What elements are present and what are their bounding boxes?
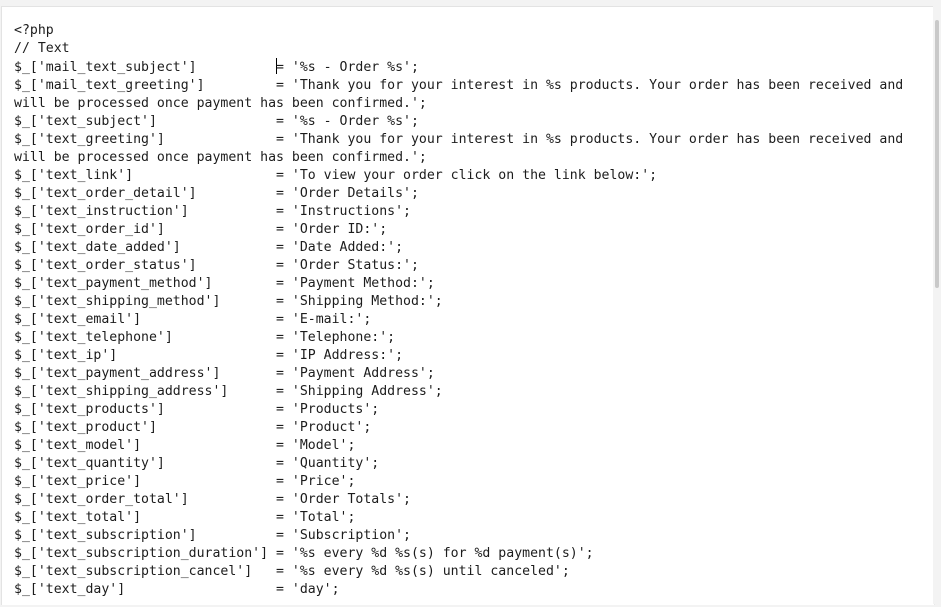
code-line-text: $_['text_day'] = 'day'; xyxy=(14,582,340,597)
code-line[interactable]: $_['text_date_added'] = 'Date Added:'; xyxy=(14,239,919,257)
code-line-text: $_['text_products'] = 'Products'; xyxy=(14,402,380,417)
code-line[interactable]: // Text xyxy=(14,40,919,58)
code-line-text: = '%s - Order %s'; xyxy=(276,60,419,75)
code-line-text: $_['text_price'] = 'Price'; xyxy=(14,474,356,489)
code-line[interactable]: $_['text_order_detail'] = 'Order Details… xyxy=(14,185,919,203)
code-line[interactable]: $_['text_products'] = 'Products'; xyxy=(14,401,919,419)
code-line[interactable]: $_['text_order_total'] = 'Order Totals'; xyxy=(14,491,919,509)
text-caret xyxy=(276,58,278,74)
code-line[interactable]: $_['text_subscription_duration'] = '%s e… xyxy=(14,545,919,563)
code-line-text: $_['text_email'] = 'E-mail:'; xyxy=(14,312,372,327)
code-line[interactable]: $_['mail_text_subject'] = '%s - Order %s… xyxy=(14,58,919,77)
code-line[interactable]: $_['text_model'] = 'Model'; xyxy=(14,437,919,455)
code-line[interactable]: $_['mail_text_greeting'] = 'Thank you fo… xyxy=(14,77,919,113)
code-line-text: $_['text_payment_address'] = 'Payment Ad… xyxy=(14,366,435,381)
code-line-text: // Text xyxy=(14,41,70,56)
code-line[interactable]: $_['text_total'] = 'Total'; xyxy=(14,509,919,527)
code-line[interactable]: $_['text_order_id'] = 'Order ID:'; xyxy=(14,221,919,239)
code-line-text: $_['text_order_detail'] = 'Order Details… xyxy=(14,186,419,201)
code-line[interactable]: $_['text_telephone'] = 'Telephone:'; xyxy=(14,329,919,347)
code-line-text: $_['text_total'] = 'Total'; xyxy=(14,510,356,525)
code-line-text: $_['text_shipping_method'] = 'Shipping M… xyxy=(14,294,443,309)
code-line-text: $_['text_order_total'] = 'Order Totals'; xyxy=(14,492,411,507)
code-line-text: $_['text_subscription_duration'] = '%s e… xyxy=(14,546,594,561)
code-line-text: <?php xyxy=(14,23,54,38)
code-line[interactable]: $_['text_ip'] = 'IP Address:'; xyxy=(14,347,919,365)
code-line[interactable]: $_['text_subject'] = '%s - Order %s'; xyxy=(14,113,919,131)
code-line[interactable]: $_['text_subscription_cancel'] = '%s eve… xyxy=(14,563,919,581)
code-line-text: $_['text_subject'] = '%s - Order %s'; xyxy=(14,114,419,129)
code-line-text: $_['text_instruction'] = 'Instructions'; xyxy=(14,204,411,219)
code-line-text: $_['text_link'] = 'To view your order cl… xyxy=(14,168,658,183)
code-line-text: $_['text_telephone'] = 'Telephone:'; xyxy=(14,330,396,345)
code-line[interactable]: $_['text_payment_method'] = 'Payment Met… xyxy=(14,275,919,293)
code-line-text: $_['text_order_id'] = 'Order ID:'; xyxy=(14,222,388,237)
code-line[interactable]: $_['text_quantity'] = 'Quantity'; xyxy=(14,455,919,473)
code-line-text: $_['text_product'] = 'Product'; xyxy=(14,420,372,435)
code-line[interactable]: $_['text_shipping_method'] = 'Shipping M… xyxy=(14,293,919,311)
code-line[interactable]: $_['text_shipping_address'] = 'Shipping … xyxy=(14,383,919,401)
code-line[interactable]: <?php xyxy=(14,22,919,40)
code-line-text: $_['text_ip'] = 'IP Address:'; xyxy=(14,348,404,363)
code-line-text: $_['text_payment_method'] = 'Payment Met… xyxy=(14,276,435,291)
code-line-text: $_['text_date_added'] = 'Date Added:'; xyxy=(14,240,404,255)
code-line-text: $_['text_subscription'] = 'Subscription'… xyxy=(14,528,411,543)
code-line[interactable]: $_['text_price'] = 'Price'; xyxy=(14,473,919,491)
vertical-scrollbar[interactable] xyxy=(933,6,941,604)
code-line-text: $_['mail_text_subject'] xyxy=(14,60,277,75)
code-line[interactable]: $_['text_product'] = 'Product'; xyxy=(14,419,919,437)
code-line-text: $_['mail_text_greeting'] = 'Thank you fo… xyxy=(14,78,912,111)
code-line[interactable]: $_['text_subscription'] = 'Subscription'… xyxy=(14,527,919,545)
code-editor[interactable]: <?php // Text $_['mail_text_subject'] = '%… xyxy=(1,6,935,605)
code-line[interactable]: $_['text_payment_address'] = 'Payment Ad… xyxy=(14,365,919,383)
code-line[interactable]: $_['text_order_status'] = 'Order Status:… xyxy=(14,257,919,275)
code-line-text: $_['text_model'] = 'Model'; xyxy=(14,438,356,453)
code-line[interactable]: $_['text_greeting'] = 'Thank you for you… xyxy=(14,131,919,167)
code-line[interactable]: $_['text_instruction'] = 'Instructions'; xyxy=(14,203,919,221)
code-content[interactable]: <?php // Text $_['mail_text_subject'] = '%… xyxy=(14,22,919,599)
code-line-text: $_['text_shipping_address'] = 'Shipping … xyxy=(14,384,443,399)
code-line-text: $_['text_subscription_cancel'] = '%s eve… xyxy=(14,564,570,579)
code-line-text: $_['text_order_status'] = 'Order Status:… xyxy=(14,258,419,273)
code-line[interactable]: $_['text_email'] = 'E-mail:'; xyxy=(14,311,919,329)
code-line[interactable]: $_['text_day'] = 'day'; xyxy=(14,581,919,599)
code-line-text: $_['text_greeting'] = 'Thank you for you… xyxy=(14,132,912,165)
scrollbar-thumb[interactable] xyxy=(935,20,939,288)
code-line[interactable]: $_['text_link'] = 'To view your order cl… xyxy=(14,167,919,185)
code-line-text: $_['text_quantity'] = 'Quantity'; xyxy=(14,456,380,471)
